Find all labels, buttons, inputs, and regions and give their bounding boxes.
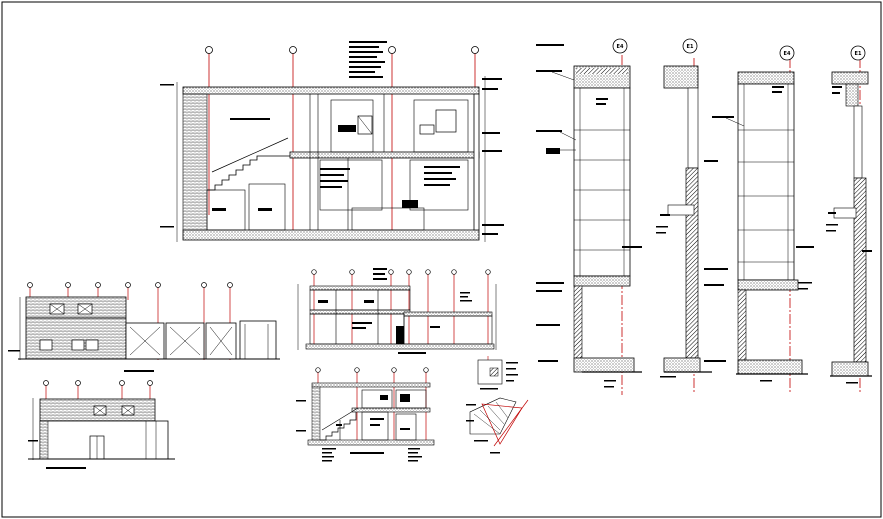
stair-plan-detail — [466, 397, 529, 454]
main-section-grid-bubbles — [205, 46, 479, 54]
detail-tag-2-label: E1 — [687, 44, 694, 50]
facade-detail-1: E4 — [536, 38, 642, 395]
detail-tag-4 — [850, 45, 866, 61]
main-staircase — [207, 155, 290, 191]
front-elevation — [8, 282, 280, 372]
section-b — [297, 268, 497, 354]
detail-tag-1-label: E4 — [617, 44, 624, 50]
left-wall — [182, 93, 208, 231]
detail-tag-3 — [779, 45, 795, 61]
roof-slab — [182, 86, 480, 95]
first-floor-slab — [289, 151, 480, 159]
facade-detail-4: E1 — [826, 45, 872, 392]
wall-detail — [477, 356, 518, 390]
detail-tag-4-label: E1 — [855, 51, 862, 57]
right-wall — [473, 93, 480, 231]
detail-tag-2 — [682, 38, 698, 54]
detail-tag-3-label: E4 — [784, 51, 791, 57]
side-elevation — [28, 380, 175, 469]
facade-detail-2: E1 — [656, 38, 728, 392]
detail-tag-1 — [612, 38, 628, 54]
section-c — [296, 367, 435, 462]
facade-detail-3: E4 — [712, 45, 814, 392]
ground-slab — [182, 229, 480, 241]
main-section — [160, 41, 504, 242]
